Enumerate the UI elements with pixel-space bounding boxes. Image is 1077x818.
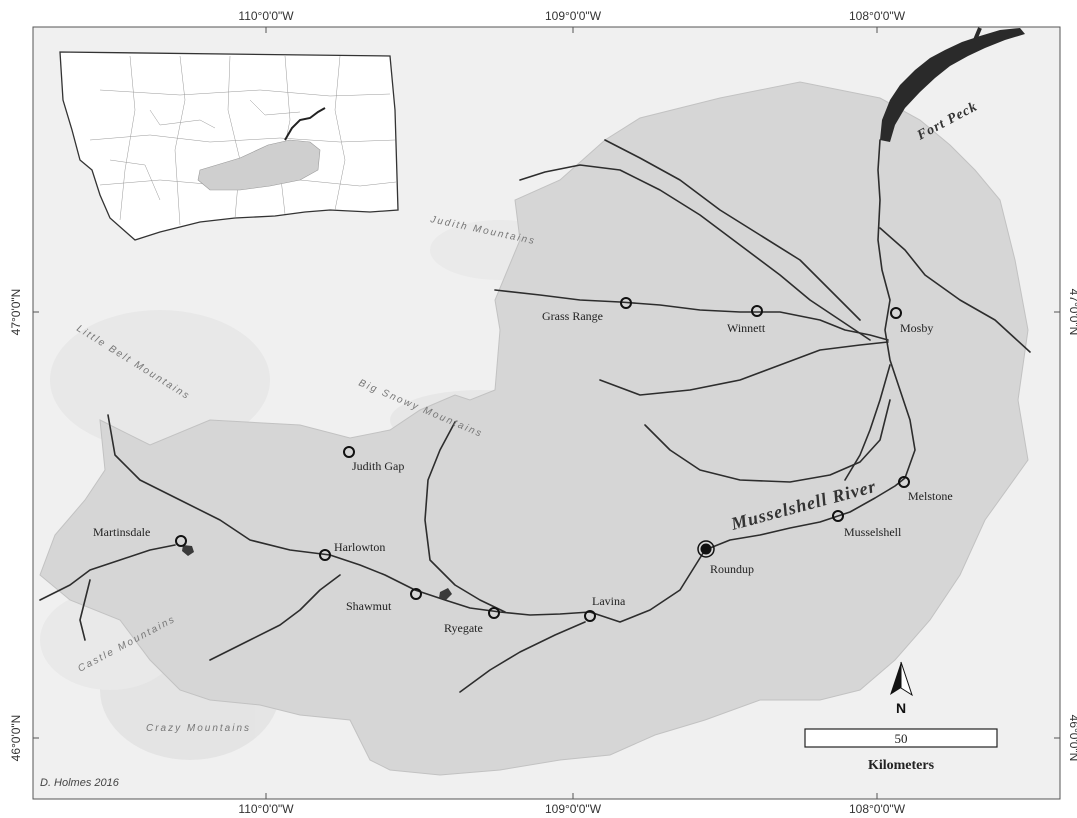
town-marker-winnett [751, 305, 763, 317]
town-label-shawmut: Shawmut [346, 599, 392, 613]
town-markers [175, 297, 910, 622]
montana-inset-map [59, 51, 399, 241]
town-marker-judith-gap [343, 446, 355, 458]
town-marker-shawmut [410, 588, 422, 600]
lat-label-right-46: 46°0'0"N [1067, 715, 1077, 762]
town-label-judith-gap: Judith Gap [352, 459, 404, 473]
fort-peck-reservoir [880, 28, 1025, 142]
town-marker-ryegate [488, 607, 500, 619]
lower-tributary [644, 399, 891, 483]
town-marker-melstone [898, 476, 910, 488]
town-marker-lavina [584, 610, 596, 622]
town-marker-martinsdale [175, 535, 187, 547]
mountain-label-crazy: Crazy Mountains [146, 723, 251, 734]
scale-bar-unit: Kilometers [868, 758, 935, 773]
town-marker-mosby [890, 307, 902, 319]
lon-label-top-110: 110°0'0"W [238, 9, 294, 23]
river-network [39, 139, 1031, 693]
flatwillow-creek [494, 289, 889, 341]
graticule-ticks [33, 27, 1060, 799]
box-elder-creek [519, 164, 871, 341]
lake-martinsdale [182, 545, 194, 556]
town-label-winnett: Winnett [727, 321, 766, 335]
musselshell-river [107, 139, 916, 623]
lon-label-bottom-108: 108°0'0"W [849, 802, 906, 816]
town-label-melstone: Melstone [908, 489, 953, 503]
town-label-harlowton: Harlowton [334, 540, 385, 554]
town-label-ryegate: Ryegate [444, 621, 483, 635]
lake-shawmut [439, 588, 452, 600]
town-label-lavina: Lavina [592, 594, 626, 608]
inset-basin [197, 139, 321, 191]
south-tributary [599, 341, 889, 396]
town-marker-harlowton [319, 549, 331, 561]
town-label-roundup: Roundup [710, 562, 754, 576]
montana-outline [59, 51, 399, 241]
south-fork [79, 579, 91, 641]
lon-label-top-108: 108°0'0"W [849, 9, 906, 23]
east-tributary [879, 227, 1031, 353]
north-arrow-label: N [896, 700, 906, 716]
inset-missouri [284, 107, 326, 141]
mcdonald-creek [604, 139, 861, 321]
map-credit: D. Holmes 2016 [40, 777, 120, 789]
careless-creek [424, 421, 506, 613]
basin-area [39, 81, 1029, 776]
scale-bar [804, 728, 998, 748]
mid-tributary [844, 364, 891, 481]
big-elk-creek [209, 574, 341, 661]
lon-label-top-109: 109°0'0"W [545, 9, 602, 23]
american-fork [459, 621, 586, 693]
town-marker-grass-range [620, 297, 632, 309]
north-fork [39, 544, 176, 601]
lat-label-left-46: 46°0'0"N [9, 715, 23, 762]
lat-label-right-47: 47°0'0"N [1067, 289, 1077, 336]
lat-label-left-47: 47°0'0"N [9, 289, 23, 336]
town-marker-roundup [697, 540, 715, 558]
scale-bar-value: 50 [895, 731, 908, 746]
lon-label-bottom-109: 109°0'0"W [545, 802, 602, 816]
north-arrow [890, 661, 913, 697]
town-label-mosby: Mosby [900, 321, 933, 335]
fort-peck-arm [963, 27, 982, 57]
town-label-grass-range: Grass Range [542, 309, 603, 323]
town-marker-musselshell [832, 510, 844, 522]
town-label-martinsdale: Martinsdale [93, 525, 150, 539]
town-label-musselshell: Musselshell [844, 525, 902, 539]
lon-label-bottom-110: 110°0'0"W [238, 802, 294, 816]
